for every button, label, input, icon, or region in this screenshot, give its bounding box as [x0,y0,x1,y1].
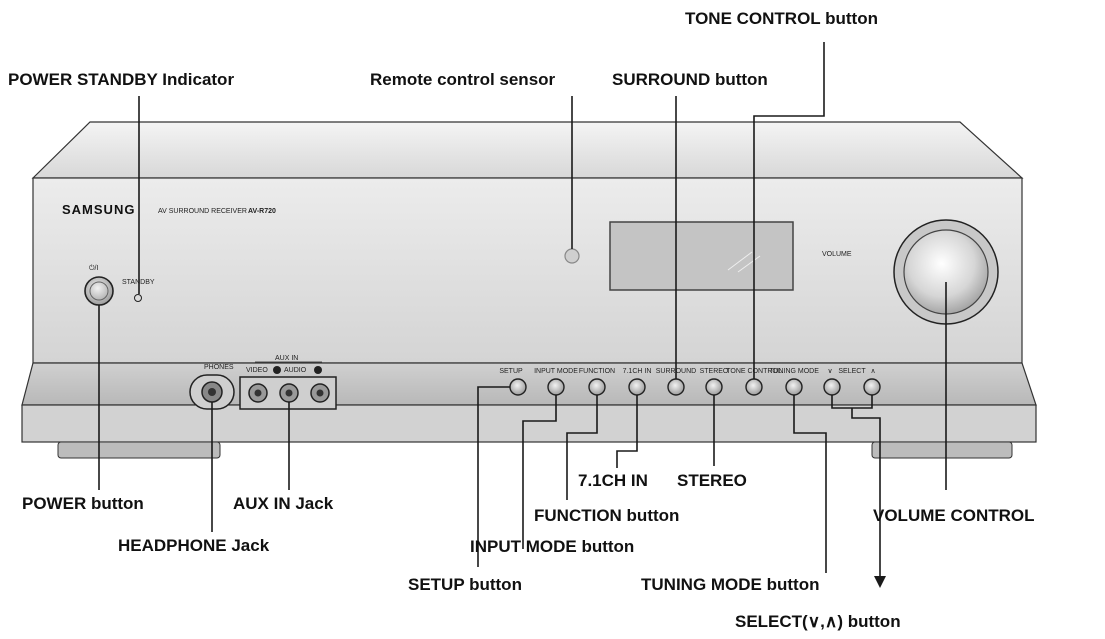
remote-sensor [564,248,580,264]
input-mode-label: INPUT MODE [534,368,578,375]
setup-label: SETUP [499,368,523,375]
receiver-body [21,121,1037,459]
stereo-button[interactable] [705,378,723,396]
headphone-jack-hole [208,388,216,396]
callout-surround: SURROUND button [612,70,768,89]
ch71-in-button[interactable] [628,378,646,396]
leader-function [566,395,598,500]
aux-in-label: AUX IN [275,355,298,362]
standby-indicator [134,294,142,302]
aux-video-label: VIDEO [246,367,268,374]
aux-audio-l-jack-inner [285,389,293,397]
callout-aux-in: AUX IN Jack [233,494,334,513]
leader-lines [98,42,947,588]
leader-ch71-in [616,395,638,468]
audio-l-letter: L [275,368,279,375]
model-prefix: AV SURROUND RECEIVER [158,208,247,215]
callout-volume: VOLUME CONTROL [873,506,1035,525]
callout-setup: SETUP button [408,575,522,594]
leader-setup [477,386,510,567]
phones-label: PHONES [204,364,234,371]
stereo-label: STEREO [700,368,729,375]
input-mode-button[interactable] [547,378,565,396]
leader-select-arrow [874,576,886,588]
select-down-symbol: ∨ [827,368,832,375]
power-button-inner [89,281,109,301]
select-up-symbol: ∧ [870,368,875,375]
front-face [32,177,1023,364]
surround-button[interactable] [667,378,685,396]
brand-logo: SAMSUNG [62,202,135,217]
audio-l-badge [273,366,281,374]
volume-label: VOLUME [822,251,852,258]
callout-input-mode: INPUT MODE button [470,537,634,556]
callout-power-button: POWER button [22,494,144,513]
callout-remote-sensor: Remote control sensor [370,70,556,89]
callout-select: SELECT(∨,∧) button [735,612,901,631]
right-foot [871,441,1013,459]
aux-audio-label: AUDIO [284,367,307,374]
setup-button[interactable] [509,378,527,396]
tuning-mode-button[interactable] [785,378,803,396]
callout-tone-control: TONE CONTROL button [685,9,878,28]
select-label: SELECT [838,368,866,375]
callout-headphone: HEADPHONE Jack [118,536,270,555]
callout-labels: TONE CONTROL button POWER STANDBY Indica… [8,9,1035,631]
select-down-button[interactable] [823,378,841,396]
ch71-in-label: 7.1CH IN [623,368,652,375]
callout-function: FUNCTION button [534,506,679,525]
display-glare-2 [737,255,761,273]
audio-r-badge [314,366,322,374]
bottom-edge [21,404,1037,443]
aux-audio-r-jack-inner [316,389,324,397]
aux-video-jack-inner [254,389,262,397]
select-up-button[interactable] [863,378,881,396]
callout-stereo: STEREO [677,471,747,490]
power-button[interactable] [84,276,114,306]
top-surface [31,121,1024,179]
callout-tuning-mode: TUNING MODE button [641,575,819,594]
function-label: FUNCTION [579,368,615,375]
tuning-mode-label: TUNING MODE [769,368,819,375]
audio-r-letter: R [316,368,321,375]
lower-strip [21,362,1037,406]
power-symbol: ⏻/I [89,264,98,272]
leader-tone-control [753,42,825,379]
leader-tuning-mode [793,395,827,573]
leader-select-stem [851,408,881,578]
tone-control-button[interactable] [745,378,763,396]
function-button[interactable] [588,378,606,396]
display-glare [727,251,753,271]
leader-input-mode [522,395,557,549]
display-window [609,221,794,291]
callout-ch71-in: 7.1CH IN [578,471,648,490]
left-foot [57,441,221,459]
callout-power-standby: POWER STANDBY Indicator [8,70,234,89]
model-name: AV-R720 [248,208,276,215]
